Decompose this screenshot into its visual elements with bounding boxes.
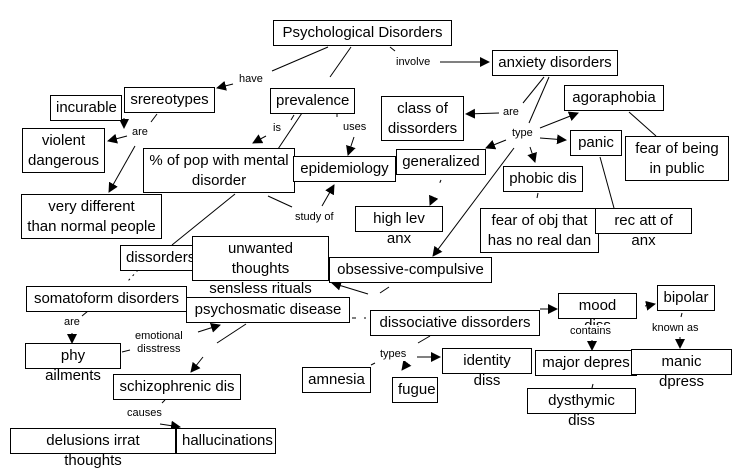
link-label-types: types [379, 348, 408, 361]
arrow-uses-epidem [346, 136, 356, 156]
arrow-studyof-epidem [321, 184, 335, 207]
connector-bipolar-knownas [680, 312, 683, 318]
node-unwanted-thoughts[interactable]: unwanted thoughts sensless rituals [192, 236, 329, 297]
arrow-mood-bipolar [644, 300, 656, 311]
node-hallucinations[interactable]: hallucinations [176, 428, 276, 454]
arrow-type-generalized [485, 139, 507, 150]
link-label-are-somatoform: are [63, 316, 81, 329]
arrow-dissociative-ocd [331, 280, 369, 295]
node-mood-diss[interactable]: mood diss [558, 293, 637, 334]
node-violent-dangerous[interactable]: violent dangerous [22, 128, 105, 173]
connector-percent-dissorders [171, 193, 236, 246]
node-agoraphobia[interactable]: agoraphobia [564, 85, 664, 111]
arrow-have-srereotypes [216, 80, 234, 91]
connector-psych-involve [389, 46, 396, 52]
arrow-emotional-psychosomatic [197, 322, 221, 333]
node-major-depres[interactable]: major depres [535, 350, 637, 376]
node-prevalence[interactable]: prevalence [270, 88, 355, 114]
connector-anxiety-type [528, 76, 550, 124]
link-label-involve: involve [395, 56, 432, 69]
node-very-different[interactable]: very different than normal people [21, 194, 162, 239]
node-amnesia[interactable]: amnesia [302, 367, 371, 393]
node-epidemiology[interactable]: epidemiology [293, 156, 396, 182]
link-label-known-as: known as [651, 322, 700, 335]
node-psychosomatic-disease[interactable]: psychosmatic disease [186, 297, 350, 323]
link-label-study-of: study of [294, 211, 335, 224]
node-phy-ailments[interactable]: phy ailments [25, 343, 121, 384]
connector-dissociative-ocd [379, 286, 390, 294]
link-label-uses: uses [342, 121, 368, 134]
node-bipolar[interactable]: bipolar [657, 285, 715, 311]
arrow-generalized-highlev [429, 179, 442, 206]
connector-schizo-causes [161, 399, 166, 404]
node-fear-of-obj[interactable]: fear of obj that has no real dan [480, 208, 599, 253]
node-phobic-dis[interactable]: phobic dis [503, 166, 583, 192]
link-label-contains: contains [569, 325, 612, 338]
link-label-causes: causes [126, 407, 163, 420]
arrow-causes-halluc [159, 420, 181, 431]
arrow-type-phobic [527, 146, 537, 163]
connector-psychosomatic-schizo [216, 323, 247, 344]
link-label-is: is [272, 122, 282, 135]
connector-stereo-are [150, 113, 158, 123]
arrow-are-class [465, 108, 500, 119]
link-label-are-stereotypes: are [131, 126, 149, 139]
connector-anxiety-are [522, 76, 545, 104]
connector-psych-have [271, 46, 329, 72]
node-panic[interactable]: panic [570, 130, 622, 156]
node-schizophrenic-dis[interactable]: schizophrenic dis [113, 374, 241, 400]
link-label-are-anxiety: are [502, 106, 520, 119]
arrow-to-schizo [190, 356, 204, 373]
node-srereotypes[interactable]: srereotypes [124, 87, 215, 113]
node-delusions[interactable]: delusions irrat thoughts [10, 428, 176, 469]
arrow-is-percent [252, 134, 267, 144]
arrow-type-ocd [432, 147, 515, 257]
arrow-types-fugue [401, 359, 412, 371]
connector-panic-recatt [599, 156, 615, 209]
node-percent-of-pop[interactable]: % of pop with mental disorder [143, 148, 295, 193]
connector-major-dysthymic [591, 383, 594, 389]
link-label-have: have [238, 73, 264, 86]
connector-agora-fearpublic [628, 111, 657, 137]
node-generalized[interactable]: generalized [396, 149, 486, 175]
node-manic-dpress[interactable]: manic dpress [631, 349, 732, 390]
arrow-are-violent [107, 133, 128, 144]
connector-types-amnesia [370, 362, 376, 366]
node-fugue[interactable]: fugue [392, 377, 438, 403]
arrow-type-panic [539, 134, 567, 145]
node-obsessive-compulsive[interactable]: obsessive-compulsive [329, 257, 492, 283]
node-psychological-disorders[interactable]: Psychological Disorders [273, 20, 452, 46]
connector-prevalence-is [290, 114, 295, 121]
link-label-type: type [511, 127, 534, 140]
connector-phy-emotional [121, 349, 131, 353]
link-label-emotional-disstress: emotional disstress [134, 330, 184, 356]
arrow-are-verydiff [108, 145, 136, 193]
connector-prevalence-percent [277, 112, 303, 150]
node-class-of-dissorders[interactable]: class of dissorders [381, 96, 464, 141]
node-identity-diss[interactable]: identity diss [442, 348, 532, 389]
connector-dissorders-somato [127, 269, 139, 282]
connector-psych-prevalence [329, 46, 352, 78]
node-anxiety-disorders[interactable]: anxiety disorders [492, 50, 618, 76]
node-somatoform-disorders[interactable]: somatoform disorders [26, 286, 187, 312]
node-rec-att-of-anx[interactable]: rec att of anx [595, 208, 692, 249]
connector-dissociative-types [417, 335, 431, 344]
arrow-type-agora [539, 111, 579, 129]
node-dysthymic-diss[interactable]: dysthymic diss [527, 388, 636, 429]
connector-phobic-fearobj [536, 192, 539, 199]
node-fear-of-being-in-public[interactable]: fear of being in public [625, 136, 729, 181]
node-dissorders[interactable]: dissorders [120, 245, 198, 271]
node-high-lev-anx[interactable]: high lev anx [355, 206, 443, 247]
node-incurable[interactable]: incurable [50, 95, 122, 121]
connector-percent-studyof [267, 195, 293, 208]
node-dissociative-dissorders[interactable]: dissociative dissorders [370, 310, 540, 336]
